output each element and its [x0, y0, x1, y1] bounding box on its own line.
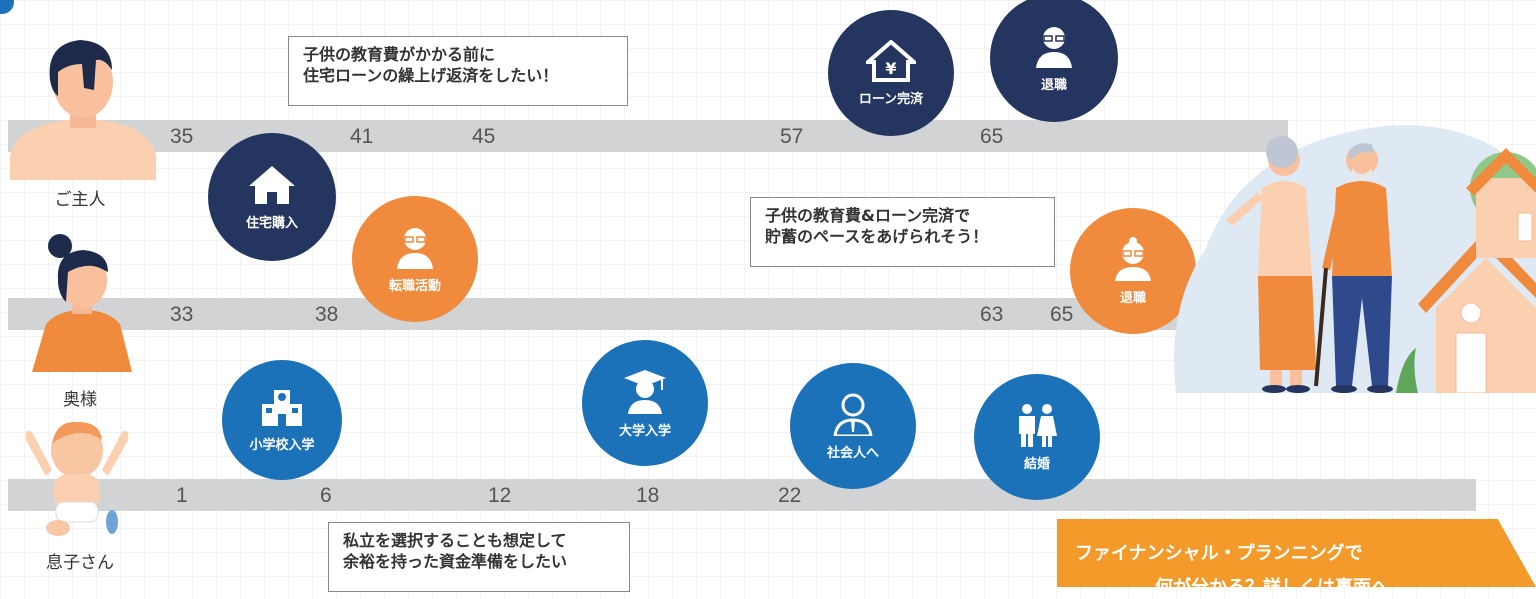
wife-age-65: 65 — [1050, 303, 1074, 326]
note-savings: 子供の教育費&ローン完済で 貯蓄のペースをあげられそう！ — [750, 197, 1055, 267]
husband-age-65: 65 — [980, 125, 1004, 148]
event-house-purchase: 住宅購入 — [208, 133, 336, 261]
note-line: 子供の教育費がかかる前に — [303, 45, 496, 64]
info-banner: ファイナンシャル・プランニングで 何が分かる？詳しくは裏面へ — [1057, 519, 1536, 587]
man-glasses-icon — [1034, 24, 1074, 68]
son-age-18: 18 — [636, 484, 660, 507]
svg-text:¥: ¥ — [885, 59, 896, 78]
wife-age-63: 63 — [980, 303, 1004, 326]
event-university: 大学入学 — [582, 340, 708, 466]
note-line: 貯蓄のペースをあげられそう！ — [765, 226, 989, 246]
elder-woman-icon — [1113, 236, 1153, 281]
husband-label: ご主人 — [54, 190, 106, 210]
event-label: 住宅購入 — [245, 215, 298, 231]
son-timeline-bar — [8, 479, 1476, 511]
house-icon — [247, 164, 297, 206]
note-line: 子供の教育費&ローン完済で — [765, 206, 971, 225]
event-wife-retire: 退職 — [1070, 208, 1196, 334]
event-label: 退職 — [1119, 290, 1146, 306]
event-working: 社会人へ — [790, 363, 916, 489]
son-age-22: 22 — [778, 484, 802, 507]
husband-age-45: 45 — [472, 125, 496, 148]
husband-timeline-bar — [8, 120, 1288, 152]
school-icon — [260, 388, 304, 428]
husband-avatar — [8, 30, 158, 180]
event-label: 結婚 — [1023, 456, 1050, 472]
husband-age-35: 35 — [170, 125, 194, 148]
husband-age-57: 57 — [780, 125, 804, 148]
event-label: 小学校入学 — [249, 437, 315, 453]
event-label: ローン完済 — [858, 91, 924, 107]
woman-glasses-icon — [395, 225, 435, 269]
event-label: 社会人へ — [826, 445, 879, 461]
banner-line-1: ファイナンシャル・プランニングで — [1075, 543, 1363, 564]
husband-age-41: 41 — [350, 125, 374, 148]
event-elementary: 小学校入学 — [222, 360, 342, 480]
banner-line-2: 何が分かる？詳しくは裏面へ — [1155, 577, 1389, 598]
wife-avatar — [28, 232, 138, 382]
wife-age-33: 33 — [170, 303, 194, 326]
note-line: 私立を選択することも想定して — [343, 531, 567, 550]
wife-timeline-bar — [8, 298, 1188, 330]
note-private-school: 私立を選択することも想定して 余裕を持った資金準備をしたい — [328, 522, 630, 592]
event-job-change: 転職活動 — [352, 196, 478, 322]
yen-house-icon: ¥ — [866, 39, 916, 82]
son-label: 息子さん — [46, 553, 114, 573]
event-loan-paid: ¥ ローン完済 — [828, 10, 954, 136]
son-age-12: 12 — [488, 484, 512, 507]
businessperson-icon — [833, 392, 873, 436]
event-label: 大学入学 — [618, 423, 671, 439]
event-husband-retire: 退職 — [990, 0, 1118, 122]
note-line: 住宅ローンの繰上げ返済をしたい！ — [303, 65, 559, 85]
note-early-repayment: 子供の教育費がかかる前に 住宅ローンの繰上げ返済をしたい！ — [288, 36, 628, 106]
couple-icon — [1013, 403, 1061, 447]
wife-age-38: 38 — [315, 303, 339, 326]
son-avatar — [22, 410, 132, 540]
corner-mark — [0, 0, 14, 14]
note-line: 余裕を持った資金準備をしたい — [343, 551, 568, 571]
graduate-icon — [622, 368, 668, 414]
son-age-6: 6 — [320, 484, 332, 507]
elderly-couple-illustration — [1166, 108, 1536, 393]
wife-label: 奥様 — [63, 390, 97, 410]
event-label: 退職 — [1040, 77, 1067, 93]
son-age-1: 1 — [176, 484, 188, 507]
event-marriage: 結婚 — [974, 374, 1100, 500]
event-label: 転職活動 — [388, 278, 441, 294]
